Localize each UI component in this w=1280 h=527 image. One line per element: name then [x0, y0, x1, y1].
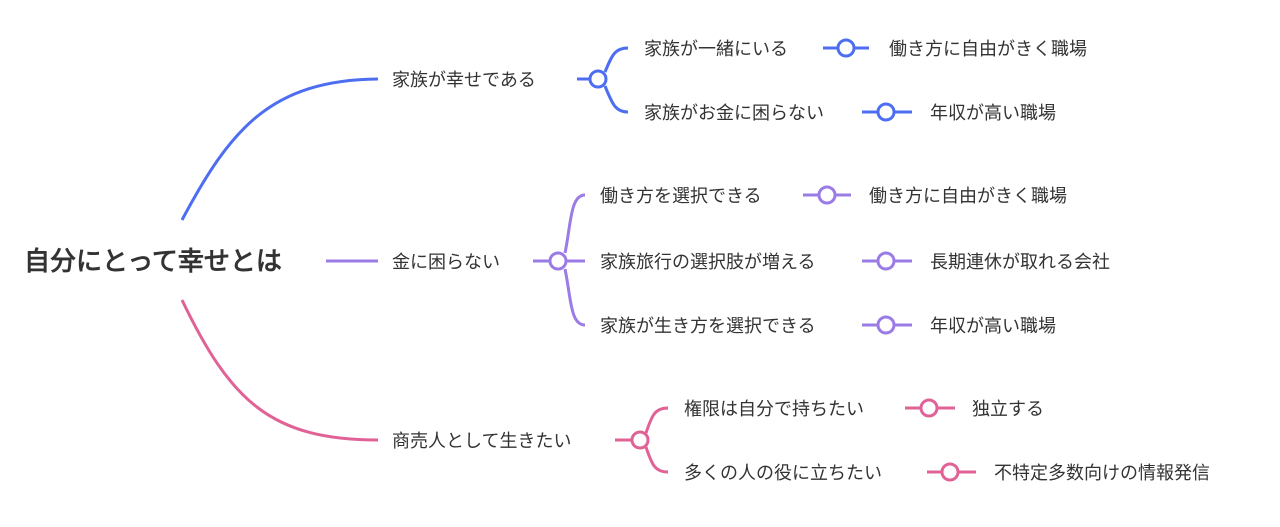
leaf-topic[interactable]: 働き方に自由がきく職場	[889, 39, 1087, 60]
subtopic[interactable]: 家族旅行の選択肢が増える	[600, 252, 815, 273]
branch-topic[interactable]: 家族が幸せである	[392, 70, 536, 91]
connector-branch2-child3	[563, 268, 586, 327]
collapse-knob[interactable]	[836, 38, 856, 58]
leaf-topic[interactable]: 独立する	[972, 399, 1044, 420]
branch-topic[interactable]: 金に困らない	[392, 252, 500, 273]
branch-topic[interactable]: 商売人として生きたい	[392, 431, 571, 452]
connector-branch1-child2	[603, 85, 629, 114]
leaf-topic[interactable]: 年収が高い職場	[930, 103, 1056, 124]
connector-branch3-child2	[644, 446, 669, 474]
connector-branch3-child1	[644, 406, 669, 434]
connector-branch2-child1	[563, 193, 586, 254]
subtopic[interactable]: 家族がお金に困らない	[644, 103, 824, 124]
connector-root-branch1	[180, 77, 379, 221]
collapse-knob[interactable]	[876, 102, 896, 122]
leaf-topic[interactable]: 働き方に自由がきく職場	[869, 186, 1067, 207]
connector-root-branch3	[180, 299, 379, 442]
collapse-knob[interactable]	[940, 462, 960, 482]
collapse-knob[interactable]	[817, 185, 837, 205]
subtopic[interactable]: 多くの人の役に立ちたい	[684, 463, 882, 484]
collapse-knob[interactable]	[548, 251, 568, 271]
leaf-topic[interactable]: 不特定多数向けの情報発信	[994, 463, 1210, 484]
root-topic: 自分にとって幸せとは	[24, 246, 282, 277]
leaf-topic[interactable]: 長期連休が取れる会社	[930, 252, 1110, 273]
branch-money: 金に困らない 働き方を選択できる 働き方に自由がきく職場 家族旅行の選択肢が増え…	[326, 185, 1110, 337]
subtopic[interactable]: 働き方を選択できる	[600, 186, 762, 207]
subtopic[interactable]: 権限は自分で持ちたい	[684, 399, 864, 420]
collapse-knob[interactable]	[630, 430, 650, 450]
collapse-knob[interactable]	[919, 398, 939, 418]
collapse-knob[interactable]	[876, 251, 896, 271]
collapse-knob[interactable]	[876, 315, 896, 335]
branch-merchant: 商売人として生きたい 権限は自分で持ちたい 独立する 多くの人の役に立ちたい 不…	[180, 299, 1210, 484]
connector-branch1-child1	[603, 46, 629, 73]
subtopic[interactable]: 家族が生き方を選択できる	[600, 316, 816, 337]
leaf-topic[interactable]: 年収が高い職場	[930, 316, 1056, 337]
branch-family-happy: 家族が幸せである 家族が一緒にいる 働き方に自由がきく職場 家族がお金に困らない…	[180, 38, 1087, 221]
subtopic[interactable]: 家族が一緒にいる	[644, 39, 788, 60]
collapse-knob[interactable]	[588, 69, 608, 89]
